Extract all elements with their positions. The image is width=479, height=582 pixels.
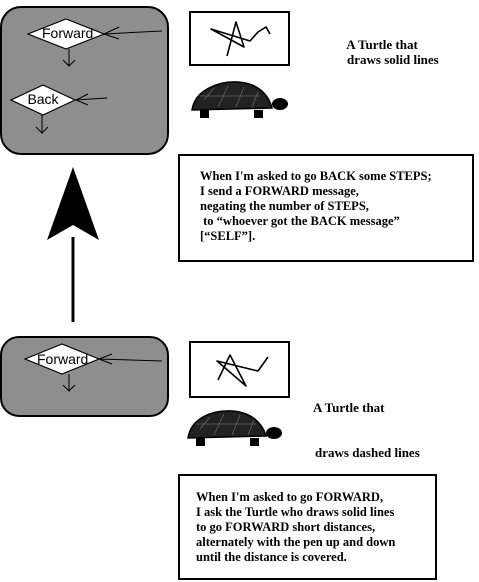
back-message-line: to “whoever got the BACK message”	[200, 214, 400, 228]
back-message-line: I send a FORWARD message,	[200, 184, 359, 198]
forward-message-line: alternately with the pen up and down	[196, 535, 396, 549]
forward-method-label: Forward	[42, 25, 94, 41]
forward-message-line: I ask the Turtle who draws solid lines	[196, 505, 395, 519]
back-output-arrowhead	[35, 126, 49, 134]
forward-message-line: When I'm asked to go FORWARD,	[196, 490, 384, 504]
back-message-line: negating the number of STEPS,	[200, 199, 369, 213]
back-input-arrowhead	[74, 93, 89, 106]
forward-message-line: until the distance is covered.	[196, 550, 347, 564]
forward-message-line: to go FORWARD short distances,	[196, 520, 376, 534]
solid-turtle-icon	[191, 81, 288, 118]
dashed-star-card	[189, 341, 290, 398]
solid-turtle-caption: A Turtle that draws solid lines	[334, 22, 439, 82]
dashed-forward-method-label: Forward	[37, 351, 89, 367]
forward-output-arrowhead	[62, 59, 76, 67]
back-input-line	[74, 97, 108, 101]
dashed-forward-input-line	[98, 358, 163, 362]
back-message-line: [“SELF”].	[200, 229, 256, 243]
up-arrow-icon	[47, 167, 99, 240]
back-message-line: When I'm asked to go BACK some STEPS;	[200, 169, 432, 183]
forward-input-line	[103, 30, 163, 35]
top-object-panel	[0, 6, 169, 155]
dashed-turtle-icon	[187, 410, 282, 446]
solid-turtle-caption-line: A Turtle that	[346, 37, 418, 52]
back-message-box: When I'm asked to go BACK some STEPS; I …	[178, 154, 474, 262]
dashed-turtle-caption-line: A Turtle that	[313, 400, 385, 415]
forward-input-arrowhead	[102, 26, 120, 40]
dashed-forward-input-arrowhead	[97, 353, 113, 365]
solid-turtle-caption-line: draws solid lines	[347, 52, 439, 67]
bottom-object-panel	[0, 336, 169, 417]
back-method-label: Back	[27, 91, 59, 107]
solid-star-drawing-icon	[210, 21, 271, 57]
dashed-forward-output-arrowhead	[62, 384, 76, 392]
dashed-turtle-caption-line: draws dashed lines	[315, 445, 420, 460]
forward-message-box: When I'm asked to go FORWARD, I ask the …	[178, 474, 437, 580]
dashed-star-drawing-icon	[216, 354, 269, 387]
dashed-turtle-caption: A Turtle that draws dashed lines	[313, 370, 420, 490]
